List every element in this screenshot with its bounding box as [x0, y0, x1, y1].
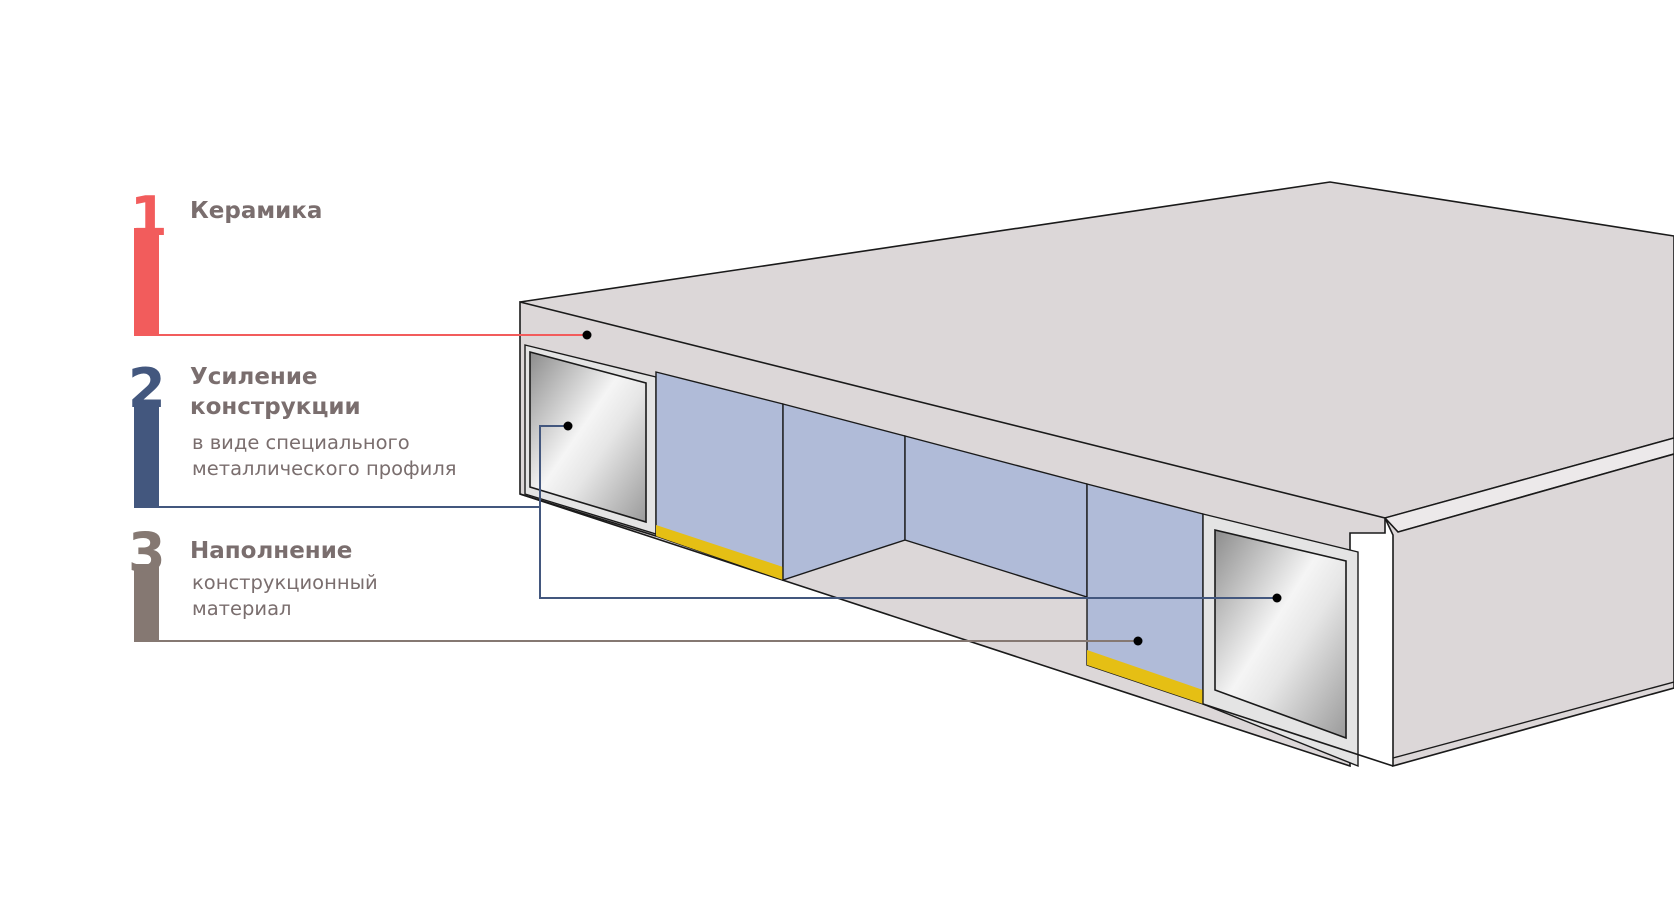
- legend-title-1-line-1: Керамика: [190, 198, 323, 224]
- legend-desc-3-line-2: материал: [192, 597, 292, 620]
- legend-desc-3-line-1: конструкционный: [192, 571, 378, 594]
- legend-desc-2: в виде специального металлического профи…: [192, 430, 457, 482]
- slab-front-bottom-edge-right: [1202, 703, 1394, 767]
- legend-bar-reinforcement: [134, 400, 159, 508]
- legend-bar-filling: [134, 564, 159, 642]
- legend-desc-2-line-2: металлического профиля: [192, 457, 457, 480]
- leader-dot-reinforcement-left: [563, 421, 573, 431]
- legend-desc-2-line-1: в виде специального: [192, 431, 410, 454]
- leader-dot-reinforcement-right: [1272, 593, 1282, 603]
- slab-right-face: [1384, 453, 1674, 768]
- legend-title-3: Наполнение: [190, 536, 352, 566]
- steel-tube-right: [1214, 528, 1347, 740]
- legend-title-3-line-1: Наполнение: [190, 538, 353, 564]
- legend-title-1: Керамика: [190, 196, 322, 226]
- steel-tube-left: [529, 350, 647, 524]
- legend-number-3: 3: [128, 521, 166, 584]
- legend-title-2-line-2: конструкции: [190, 394, 361, 420]
- legend-bar-ceramic: [134, 228, 159, 336]
- legend-title-2-line-1: Усиление: [190, 364, 318, 390]
- slab-bottom-bevel-line: [1392, 681, 1674, 759]
- leader-dot-ceramic: [582, 330, 592, 340]
- leader-line-reinforcement-left: [159, 425, 568, 508]
- leader-dot-filling: [1133, 636, 1143, 646]
- leader-line-reinforcement-right: [539, 507, 1277, 599]
- yellow-strip-4: [1087, 650, 1203, 704]
- slab-front-bottom-edge: [519, 493, 657, 537]
- yellow-strip-1: [656, 525, 783, 580]
- legend-number-1: 1: [130, 185, 168, 248]
- legend-desc-3: конструкционный материал: [192, 570, 378, 622]
- legend-number-2: 2: [128, 357, 166, 420]
- legend-title-2: Усиление конструкции: [190, 362, 361, 422]
